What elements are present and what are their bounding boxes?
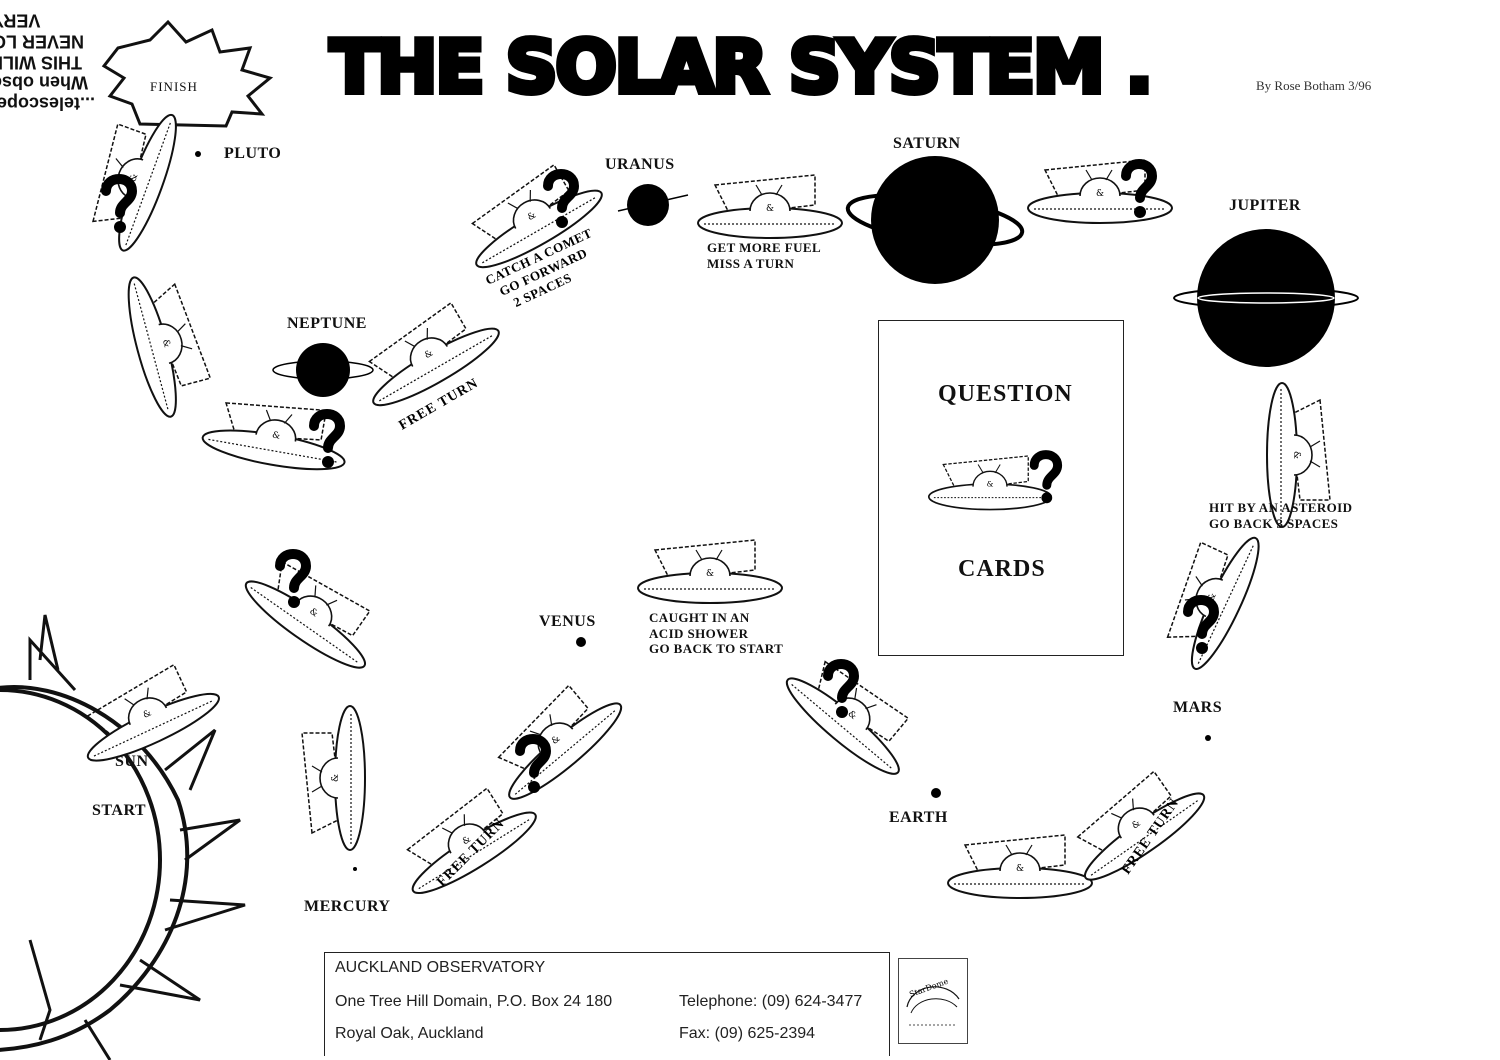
board-space[interactable] <box>697 174 843 239</box>
rocket-icon <box>348 288 507 417</box>
sun-label: SUN <box>115 753 149 770</box>
acid-shower-square-text: CAUGHT IN AN ACID SHOWER GO BACK TO STAR… <box>649 610 783 657</box>
rocket-icon <box>697 174 843 239</box>
rocket-icon <box>1150 516 1271 676</box>
observatory-logo-icon: StarDome <box>898 958 968 1044</box>
action-line: HIT BY AN ASTEROID <box>1209 500 1353 515</box>
asteroid-square-text: HIT BY AN ASTEROID GO BACK 3 SPACES <box>1209 500 1352 531</box>
more-fuel-square-text: GET MORE FUEL MISS A TURN <box>707 240 821 271</box>
board-space[interactable] <box>777 642 930 785</box>
footer-org: AUCKLAND OBSERVATORY <box>335 959 546 976</box>
question-card-subtitle: CARDS <box>958 556 1046 582</box>
board-space[interactable] <box>76 97 188 257</box>
board-space[interactable] <box>1150 516 1271 676</box>
action-line: GET MORE FUEL <box>707 240 822 255</box>
rocket-icon <box>118 264 219 422</box>
rocket-icon <box>236 542 393 680</box>
explosion-icon <box>101 19 274 128</box>
venus-label: VENUS <box>539 613 596 630</box>
board-space[interactable] <box>637 539 783 604</box>
uranus-planet-icon <box>617 184 689 226</box>
board-space[interactable] <box>1027 159 1173 224</box>
earth-planet-icon <box>931 788 941 798</box>
jupiter-planet-icon <box>1173 229 1359 367</box>
board-space[interactable] <box>947 834 1093 899</box>
question-card-title: QUESTION <box>938 381 1073 407</box>
rocket-icon <box>637 539 783 604</box>
pluto-label: PLUTO <box>224 145 282 162</box>
mars-planet-icon <box>1205 735 1211 741</box>
saturn-planet-icon <box>845 156 1025 284</box>
action-line: GO BACK TO START <box>649 641 784 657</box>
saturn-label: SATURN <box>893 135 961 152</box>
byline: By Rose Botham 3/96 <box>1256 78 1372 93</box>
footer-address-line2: Royal Oak, Auckland <box>335 1025 484 1042</box>
uranus-label: URANUS <box>605 156 675 173</box>
rocket-icon <box>301 705 366 851</box>
neptune-planet-icon <box>272 343 374 397</box>
question-card-deck[interactable] <box>878 320 1124 656</box>
board-space[interactable] <box>236 542 393 680</box>
neptune-label: NEPTUNE <box>287 315 367 332</box>
action-line: MISS A TURN <box>707 255 795 271</box>
mercury-planet-icon <box>353 867 357 871</box>
board-space[interactable] <box>301 705 366 851</box>
footer-address-line1: One Tree Hill Domain, P.O. Box 24 180 <box>335 993 613 1010</box>
page-title: THE SOLAR SYSTEM . <box>330 25 1151 109</box>
mars-label: MARS <box>1173 699 1223 716</box>
jupiter-label: JUPITER <box>1229 197 1301 214</box>
footer-telephone: Telephone: (09) 624-3477 <box>679 993 863 1010</box>
venus-planet-icon <box>576 637 586 647</box>
pluto-planet-icon <box>195 151 201 157</box>
action-line: GO BACK 3 SPACES <box>1209 515 1339 531</box>
start-label: START <box>92 802 147 819</box>
footer-fax: Fax: (09) 625-2394 <box>679 1025 816 1042</box>
footer-box: AUCKLAND OBSERVATORY One Tree Hill Domai… <box>324 952 890 1056</box>
board-space[interactable] <box>478 667 631 810</box>
action-line: CAUGHT IN AN <box>649 610 750 625</box>
action-line: ACID SHOWER <box>649 625 749 641</box>
mercury-label: MERCURY <box>304 898 391 915</box>
board-space[interactable] <box>118 264 219 422</box>
sun-icon <box>0 614 246 1060</box>
rocket-icon <box>478 667 631 810</box>
earth-label: EARTH <box>889 809 948 826</box>
rocket-icon <box>76 97 188 257</box>
rocket-icon <box>947 834 1093 899</box>
board-space[interactable] <box>348 288 507 417</box>
board-space[interactable] <box>199 389 354 479</box>
finish-label: FINISH <box>150 79 198 94</box>
